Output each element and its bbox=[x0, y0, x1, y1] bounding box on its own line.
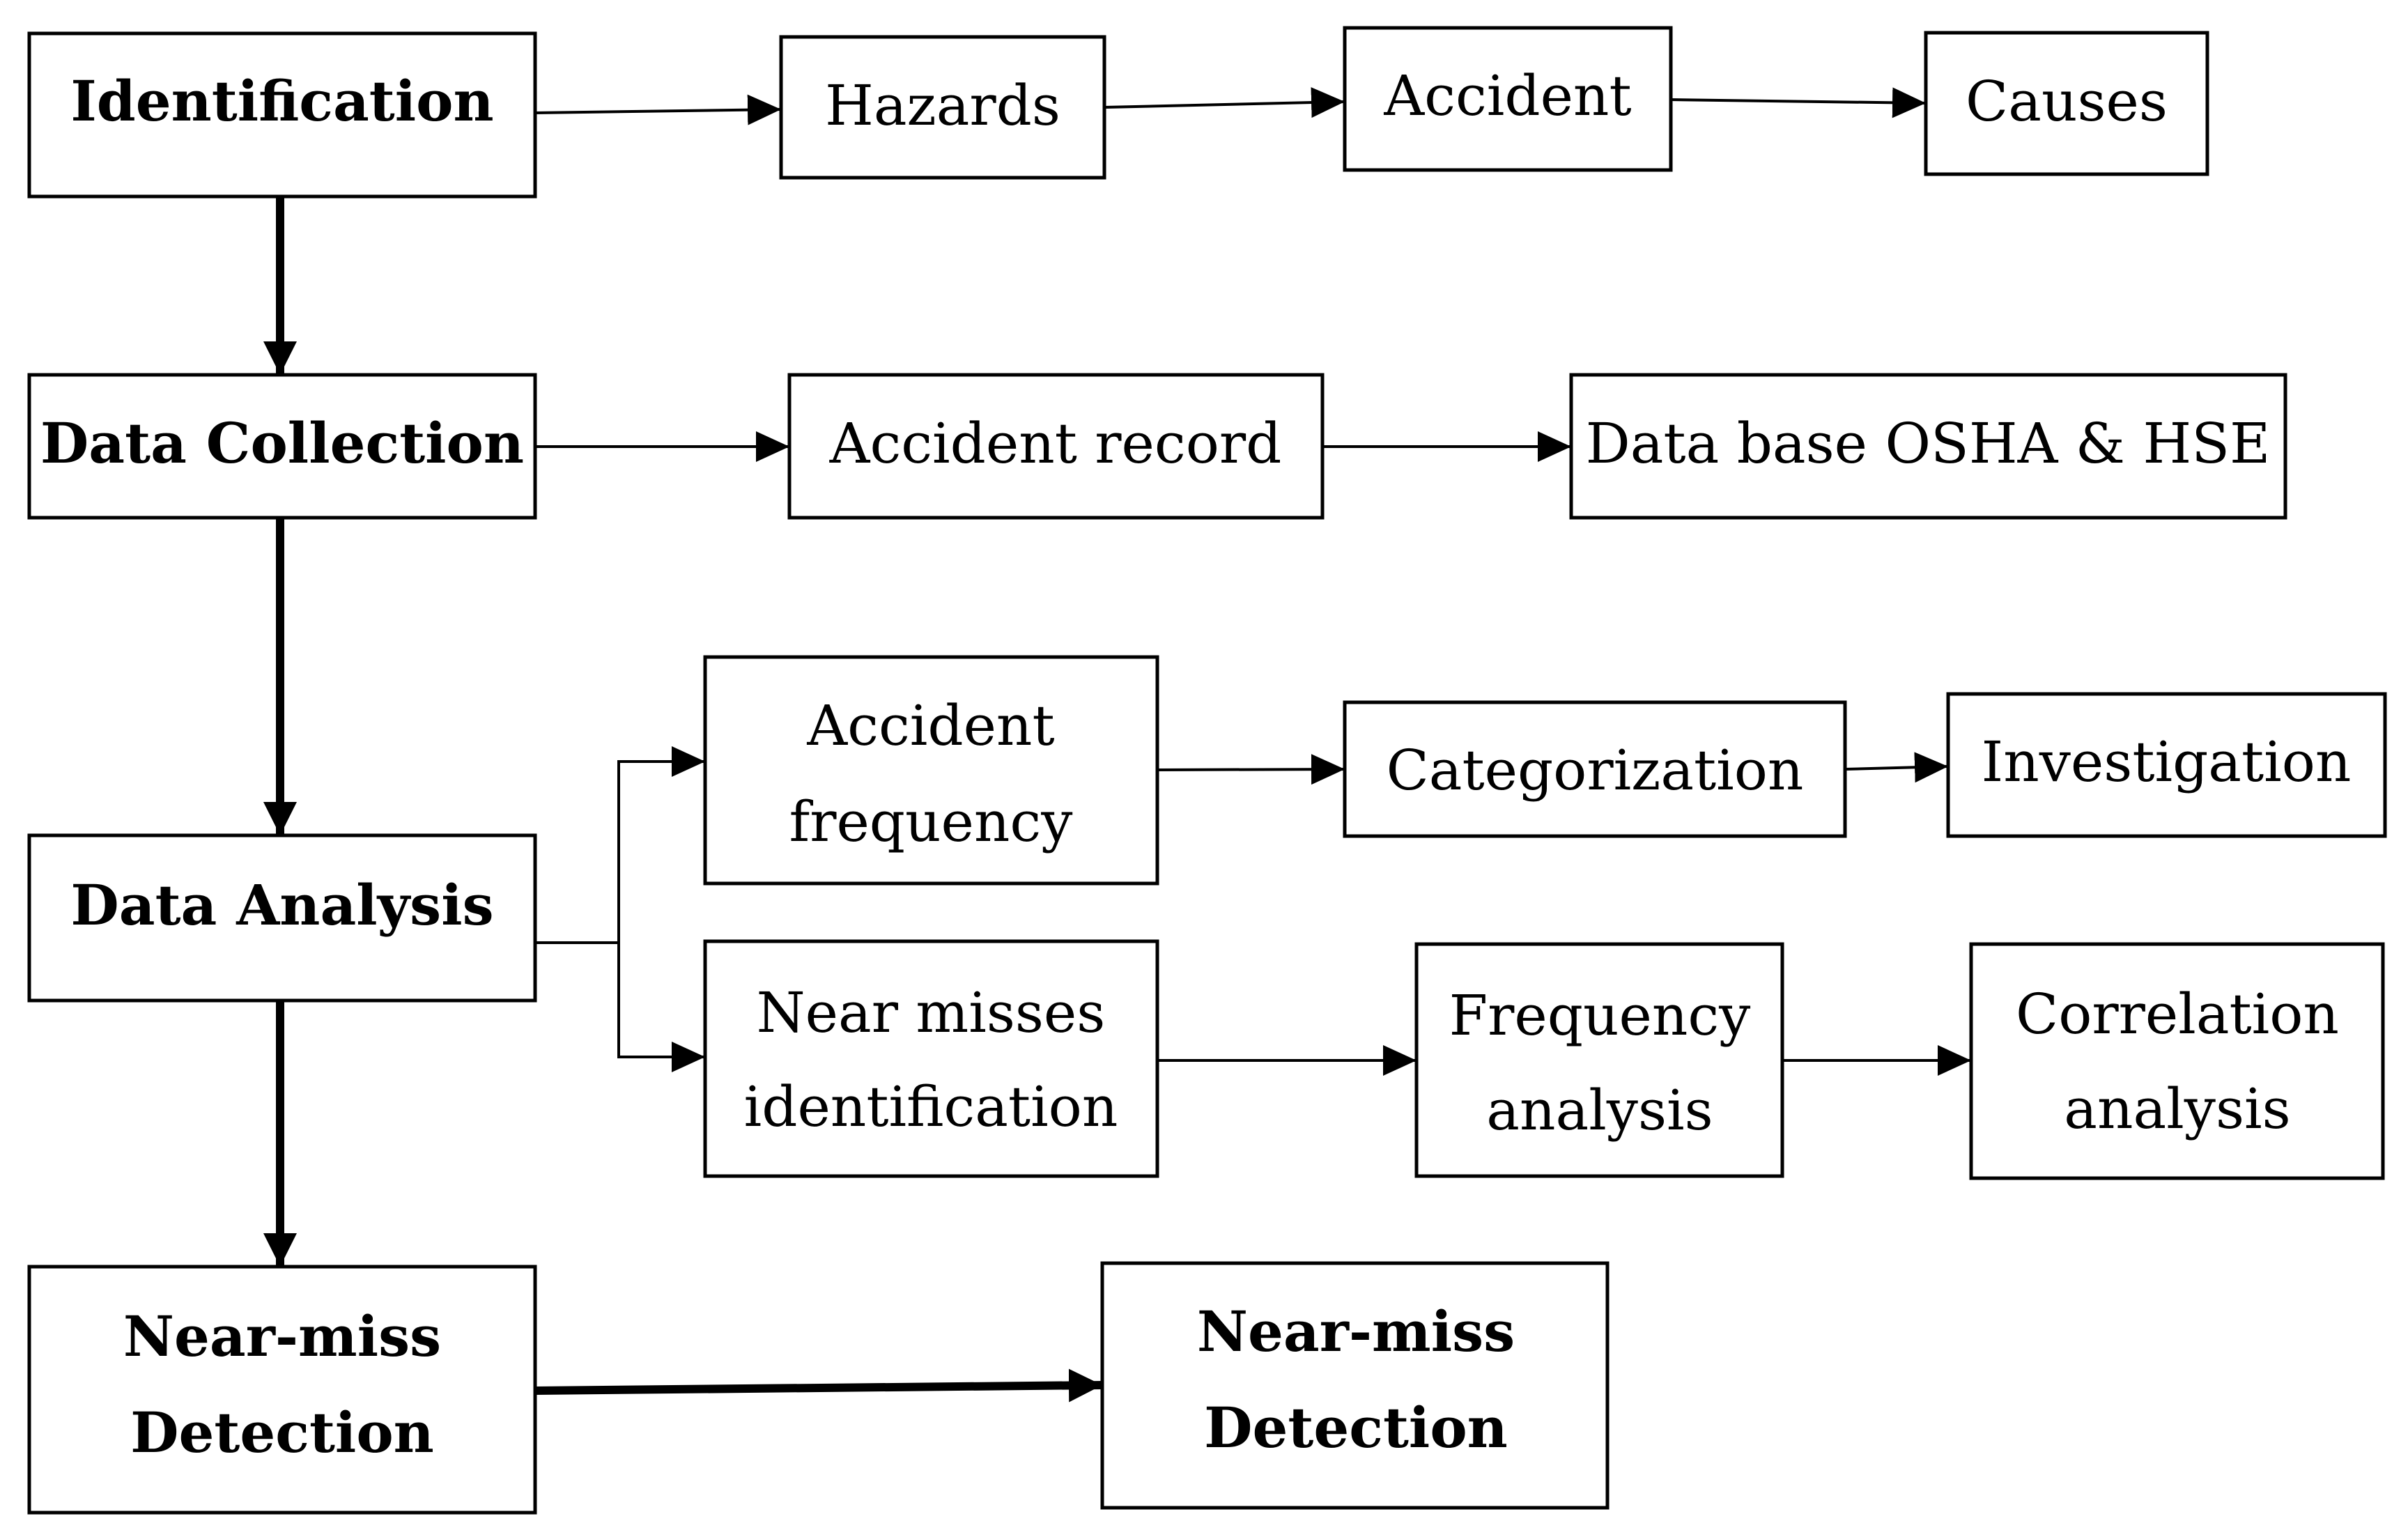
node-accident-frequency-line-2: frequency bbox=[789, 789, 1073, 854]
node-causes: Causes bbox=[1924, 31, 2209, 176]
node-data-collection: Data Collection bbox=[27, 373, 537, 520]
node-database-osha-hse: Data base OSHA & HSE bbox=[1569, 373, 2287, 520]
arrow-hazards-to-accident bbox=[1104, 87, 1345, 118]
node-frequency-analysis: Frequency analysis bbox=[1414, 942, 1784, 1178]
node-database-label: Data base OSHA & HSE bbox=[1586, 411, 2271, 476]
arrow-categorization-to-investigation bbox=[1844, 752, 1949, 783]
node-near-misses-identification-line-1: Near misses bbox=[757, 980, 1106, 1045]
arrow-accident-to-causes bbox=[1670, 87, 1927, 118]
arrow-near-miss-detection-to-near-miss-detection bbox=[534, 1368, 1103, 1403]
node-data-collection-label: Data Collection bbox=[40, 410, 524, 476]
node-near-miss-detection-right-line-1: Near-miss bbox=[1197, 1299, 1515, 1364]
node-correlation-analysis-line-1: Correlation bbox=[2016, 982, 2339, 1046]
node-near-miss-detection-left-line-2: Detection bbox=[130, 1400, 434, 1465]
node-near-misses-identification: Near misses identification bbox=[703, 939, 1159, 1178]
node-accident-record-label: Accident record bbox=[829, 411, 1282, 476]
node-data-analysis-label: Data Analysis bbox=[70, 872, 493, 938]
node-categorization: Categorization bbox=[1343, 700, 1847, 838]
node-hazards-label: Hazards bbox=[825, 73, 1060, 138]
node-hazards: Hazards bbox=[779, 35, 1106, 180]
node-correlation-analysis-line-2: analysis bbox=[2064, 1076, 2290, 1141]
node-near-miss-detection-right-line-2: Detection bbox=[1204, 1395, 1508, 1460]
node-identification-label: Identification bbox=[70, 68, 493, 134]
node-investigation: Investigation bbox=[1946, 692, 2387, 838]
node-accident-frequency: Accident frequency bbox=[703, 655, 1159, 886]
arrow-accident-frequency-to-categorization bbox=[1157, 754, 1345, 785]
node-correlation-analysis: Correlation analysis bbox=[1969, 942, 2385, 1180]
connectors bbox=[263, 87, 1971, 1403]
arrow-data-analysis-to-accident-frequency bbox=[535, 746, 705, 944]
node-frequency-analysis-line-2: analysis bbox=[1486, 1078, 1713, 1143]
node-near-miss-detection-left-line-1: Near-miss bbox=[123, 1304, 441, 1369]
node-near-miss-detection-left: Near-miss Detection bbox=[27, 1265, 537, 1515]
node-near-miss-detection-right: Near-miss Detection bbox=[1100, 1261, 1610, 1510]
arrow-data-analysis-to-near-misses-identification bbox=[617, 943, 705, 1072]
node-identification: Identification bbox=[27, 31, 537, 199]
node-accident: Accident bbox=[1343, 26, 1673, 172]
node-categorization-label: Categorization bbox=[1387, 738, 1804, 803]
node-frequency-analysis-line-1: Frequency bbox=[1449, 983, 1751, 1048]
node-near-misses-identification-line-2: identification bbox=[744, 1074, 1118, 1139]
node-investigation-label: Investigation bbox=[1982, 729, 2352, 794]
process-boxes: Identification Hazards Accident Causes D… bbox=[27, 26, 2387, 1515]
node-accident-label: Accident bbox=[1383, 63, 1631, 128]
arrow-identification-to-hazards bbox=[534, 94, 782, 125]
node-data-analysis: Data Analysis bbox=[27, 833, 537, 1003]
node-accident-record: Accident record bbox=[787, 373, 1325, 520]
node-accident-frequency-line-1: Accident bbox=[806, 693, 1054, 758]
node-causes-label: Causes bbox=[1966, 69, 2168, 134]
